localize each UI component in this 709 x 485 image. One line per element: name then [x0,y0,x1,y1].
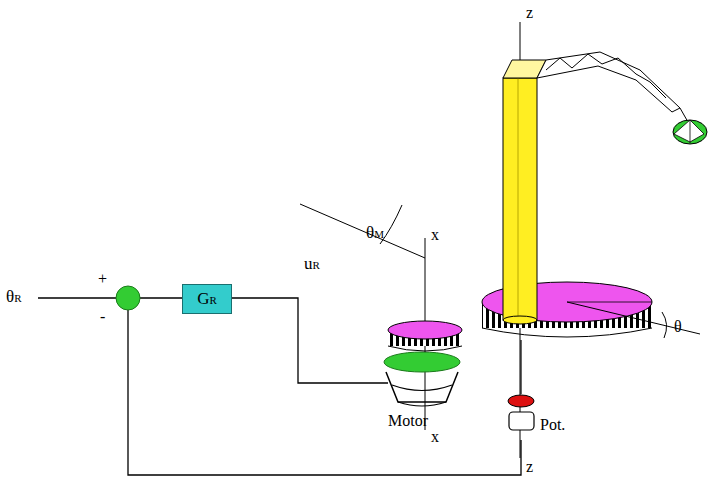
robot-column [503,60,546,324]
axis-name: z [526,458,533,475]
controller-name: GR [197,290,217,309]
angle-name: θ [674,318,682,335]
label-holder: uR [304,255,320,274]
summing-junction [116,286,140,310]
part-name: Motor [388,412,428,429]
signal-name: uR [304,255,320,274]
label-holder: Motor [388,412,428,430]
sign-mark: - [100,308,105,325]
label-holder: θ [674,318,682,336]
motor-symbol [384,352,460,406]
label-holder: - [100,308,105,326]
signal-wires [38,298,521,475]
label-holder: z [526,458,533,476]
label-holder: x [431,428,439,446]
signal-name: θR [6,288,22,307]
label-holder: θM [366,224,384,243]
label-holder: z [526,4,533,22]
label-holder: x [431,226,439,244]
lamp [673,120,707,144]
potentiometer [508,340,534,430]
label-holder: θR [6,288,22,307]
axis-name: z [526,4,533,21]
label-holder: + [98,270,107,288]
angle-marks [300,204,700,338]
label-holder: Pot. [540,416,565,434]
motor-gear [388,321,462,351]
part-name: Pot. [540,416,565,433]
sign-mark: + [98,270,107,287]
axis-name: x [431,226,439,243]
controller-box: GR [182,284,232,314]
angle-name: θM [366,224,384,243]
axis-name: x [431,428,439,445]
robot-arm [537,52,688,122]
